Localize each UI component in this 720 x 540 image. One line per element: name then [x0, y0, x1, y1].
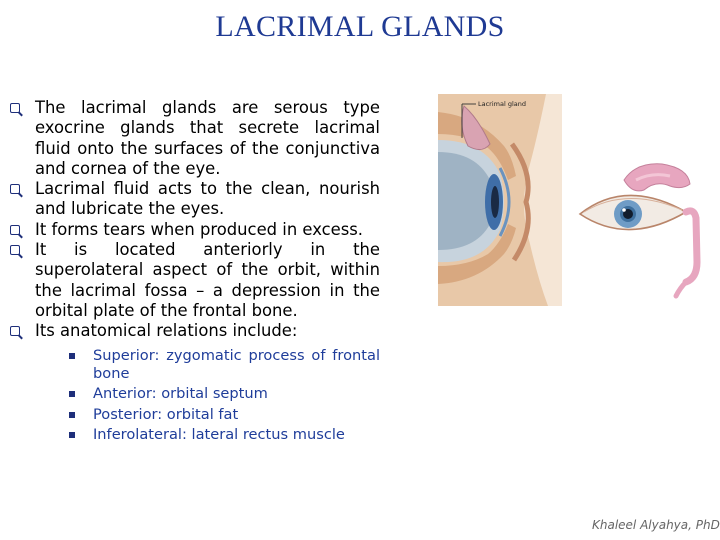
- eye-frontal-illustration: [578, 163, 701, 299]
- eye-sagittal-illustration: Lacrimal gland: [438, 94, 562, 306]
- bullet-item: Its anatomical relations include: Superi…: [8, 321, 380, 444]
- bullet-text: The lacrimal glands are serous type exoc…: [35, 98, 380, 178]
- checkbox-bullet-icon: [10, 103, 20, 113]
- relation-item: Posterior: orbital fat: [66, 406, 380, 424]
- bullet-item: It is located anteriorly in the superola…: [8, 240, 380, 321]
- relations-list: Superior: zygomatic process of frontal b…: [66, 347, 380, 445]
- author-credit: Khaleel Alyahya, PhD,: [592, 518, 720, 532]
- slide-title: LACRIMAL GLANDS: [215, 10, 505, 43]
- checkbox-bullet-icon: [10, 326, 20, 337]
- bullet-list: The lacrimal glands are serous type exoc…: [8, 98, 380, 447]
- bullet-text: It is located anteriorly in the superola…: [35, 240, 380, 320]
- bullet-text: Lacrimal fluid acts to the clean, nouris…: [35, 179, 380, 219]
- bullet-text: It forms tears when produced in excess.: [35, 219, 364, 239]
- bullet-item: Lacrimal fluid acts to the clean, nouris…: [8, 179, 380, 220]
- relation-item: Inferolateral: lateral rectus muscle: [66, 426, 380, 444]
- bullet-text: Its anatomical relations include:: [35, 321, 298, 341]
- checkbox-bullet-icon: [10, 184, 20, 195]
- bullet-item: It forms tears when produced in excess.: [8, 220, 380, 240]
- checkbox-bullet-icon: [10, 245, 20, 256]
- checkbox-bullet-icon: [10, 224, 20, 235]
- bullet-item: The lacrimal glands are serous type exoc…: [8, 98, 380, 179]
- relation-item: Superior: zygomatic process of frontal b…: [66, 347, 380, 383]
- lacrimal-gland-label: Lacrimal gland: [478, 100, 526, 108]
- relation-item: Anterior: orbital septum: [66, 385, 380, 403]
